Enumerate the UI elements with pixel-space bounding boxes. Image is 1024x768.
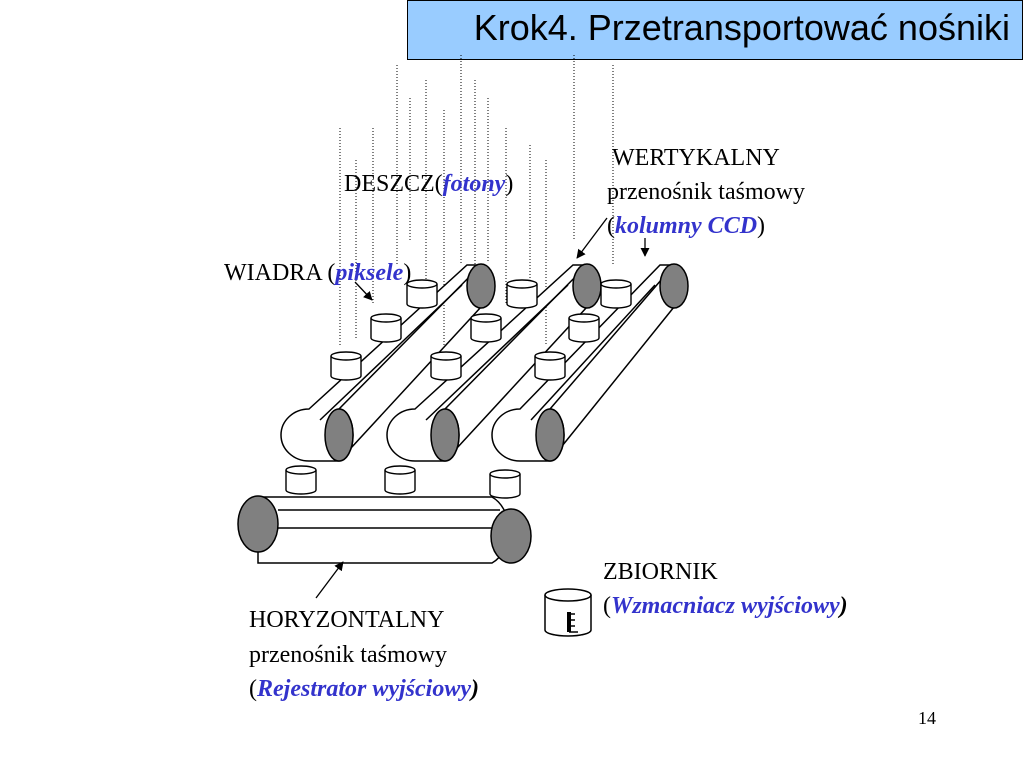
roller xyxy=(430,408,460,462)
tank-icon xyxy=(544,588,592,637)
bucket-icon xyxy=(370,313,402,343)
bucket-icon xyxy=(384,465,416,495)
bucket-icon xyxy=(506,279,538,309)
roller xyxy=(466,263,496,309)
vertical-conveyor-caption: (kolumny CCD) xyxy=(607,213,766,239)
page-number: 14 xyxy=(918,708,936,728)
bucket-icon xyxy=(568,313,600,343)
bucket-icon xyxy=(406,279,438,309)
vertical-conveyor-subtitle: przenośnik taśmowy xyxy=(607,179,805,205)
tank-title: ZBIORNIK xyxy=(603,559,718,585)
bucket-icon xyxy=(600,279,632,309)
vertical-conveyor-2 xyxy=(386,263,602,462)
roller xyxy=(237,495,279,553)
roller xyxy=(535,408,565,462)
horizontal-conveyor-title: HORYZONTALNY xyxy=(249,607,445,633)
rain-label: DESZCZ(fotony) xyxy=(344,171,514,197)
vertical-conveyor-3 xyxy=(491,263,689,462)
slide-title: Krok4. Przetransportować nośniki xyxy=(473,7,1010,48)
bucket-icon xyxy=(430,351,462,381)
buckets-label: WIADRA (piksele) xyxy=(224,260,412,286)
register-buckets xyxy=(285,465,521,499)
roller xyxy=(659,263,689,309)
bucket-icon xyxy=(285,465,317,495)
horizontal-conveyor-caption: (Rejestrator wyjściowy) xyxy=(249,676,479,702)
horizontal-conveyor xyxy=(237,495,532,564)
vertical-conveyor-title: WERTYKALNY xyxy=(612,145,780,171)
tank-caption: (Wzmacniacz wyjściowy) xyxy=(603,593,848,619)
arrow-horizontal xyxy=(315,561,344,599)
horizontal-conveyor-subtitle: przenośnik taśmowy xyxy=(249,642,447,668)
arrow-vertical-left xyxy=(576,217,608,259)
pixel-buckets xyxy=(330,279,632,381)
bucket-icon xyxy=(330,351,362,381)
title-box: Krok4. Przetransportować nośniki xyxy=(407,0,1023,60)
bucket-icon xyxy=(489,469,521,499)
bucket-icon xyxy=(534,351,566,381)
roller xyxy=(572,263,602,309)
roller xyxy=(490,508,532,564)
vertical-conveyor-1 xyxy=(280,263,496,462)
annotation-arrows xyxy=(315,217,650,599)
bucket-icon xyxy=(470,313,502,343)
arrow-buckets xyxy=(354,281,373,301)
roller xyxy=(324,408,354,462)
rain-lines xyxy=(339,55,614,345)
